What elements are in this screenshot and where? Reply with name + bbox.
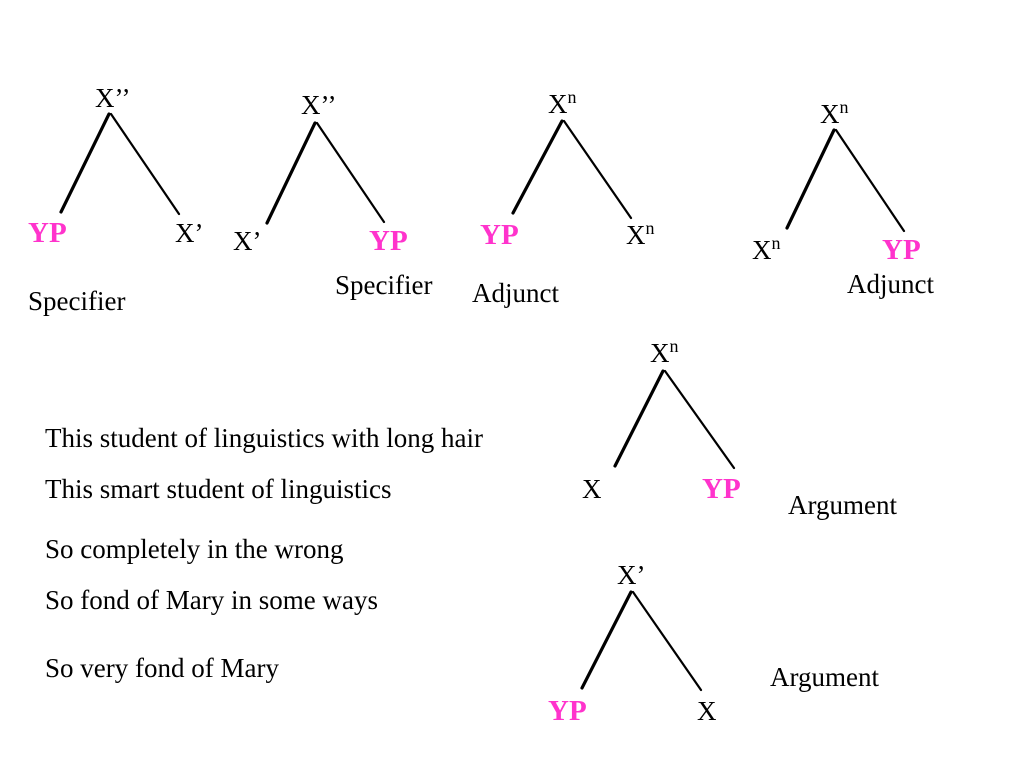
- tree-3-left-branch: [511, 119, 564, 215]
- tree-4-left-branch: [785, 128, 836, 230]
- tree-2-left-node: X’: [233, 226, 262, 256]
- tree-3-root-node: Xn: [548, 87, 577, 119]
- tree-2-right-node: YP: [369, 225, 408, 257]
- tree-adjunct-left: Xn YP Xn Adjunct: [472, 87, 655, 308]
- tree-4-left-node: Xn: [752, 233, 781, 265]
- tree-2-root-node: X’’: [301, 90, 336, 120]
- tree-specifier-left: X’’ YP X’ Specifier: [28, 83, 204, 316]
- tree-6-root-node: X’: [617, 560, 646, 590]
- example-phrases: This student of linguistics with long ha…: [45, 423, 483, 683]
- tree-4-label: Adjunct: [847, 269, 934, 299]
- tree-3-left-node: YP: [480, 219, 519, 251]
- tree-2-right-branch: [315, 121, 386, 224]
- example-phrase-5: So very fond of Mary: [45, 653, 279, 683]
- tree-5-right-node: YP: [702, 473, 741, 505]
- tree-6-right-branch: [631, 590, 703, 692]
- tree-5-left-branch: [613, 369, 665, 468]
- tree-adjunct-right: Xn Xn YP Adjunct: [752, 97, 934, 299]
- tree-5-root-node: Xn: [650, 336, 679, 368]
- tree-2-label: Specifier: [335, 270, 432, 300]
- tree-1-left-branch: [59, 112, 111, 214]
- tree-specifier-right: X’’ X’ YP Specifier: [233, 90, 432, 300]
- tree-2-left-branch: [265, 121, 317, 225]
- tree-6-right-node: X: [697, 696, 717, 726]
- example-phrase-2: This smart student of linguistics: [45, 474, 391, 504]
- tree-argument-lower: X’ YP X Argument: [548, 560, 879, 727]
- tree-1-root-node: X’’: [95, 83, 130, 113]
- example-phrase-1: This student of linguistics with long ha…: [45, 423, 483, 453]
- tree-4-root-node: Xn: [820, 97, 849, 129]
- tree-3-right-branch: [562, 119, 633, 220]
- tree-4-right-node: YP: [882, 234, 921, 266]
- tree-6-label: Argument: [770, 662, 879, 692]
- tree-1-right-branch: [109, 112, 181, 216]
- tree-4-right-branch: [834, 128, 906, 233]
- tree-3-right-node: Xn: [626, 218, 655, 250]
- tree-3-label: Adjunct: [472, 278, 559, 308]
- tree-argument-upper: Xn X YP Argument: [582, 336, 897, 520]
- tree-1-label: Specifier: [28, 286, 125, 316]
- tree-1-right-node: X’: [175, 218, 204, 248]
- example-phrase-4: So fond of Mary in some ways: [45, 585, 378, 615]
- tree-5-left-node: X: [582, 474, 602, 504]
- tree-6-left-node: YP: [548, 695, 587, 727]
- tree-6-left-branch: [580, 590, 633, 690]
- tree-1-left-node: YP: [28, 217, 67, 249]
- tree-5-label: Argument: [788, 490, 897, 520]
- example-phrase-3: So completely in the wrong: [45, 534, 343, 564]
- tree-5-right-branch: [663, 369, 736, 470]
